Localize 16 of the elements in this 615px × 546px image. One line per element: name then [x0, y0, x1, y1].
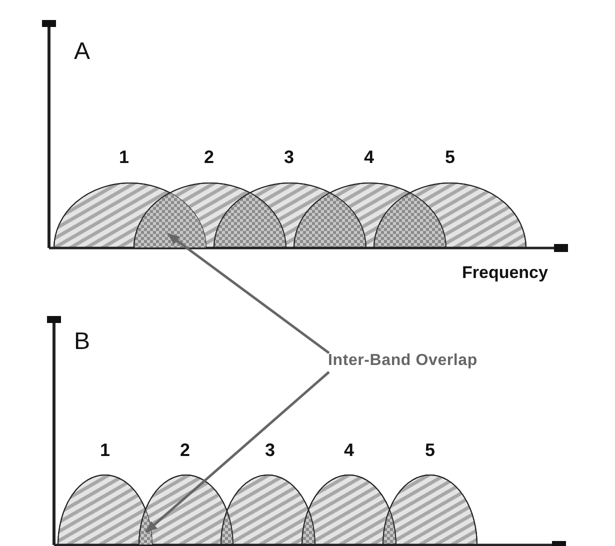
panel-letter: B: [74, 330, 90, 354]
band-number: 5: [445, 148, 456, 166]
axis-label: Frequency: [462, 264, 548, 281]
leader-arrow: [145, 371, 330, 533]
band-number: 1: [119, 148, 130, 166]
band-number: 5: [425, 441, 436, 459]
panel-letter: A: [74, 40, 90, 64]
band-number: 2: [204, 148, 214, 166]
band-number: 3: [284, 148, 294, 166]
band-number: 3: [265, 441, 276, 459]
band-number: 2: [180, 441, 190, 459]
band-number: 1: [100, 441, 110, 459]
band-number: 4: [344, 441, 354, 459]
callout-text: Inter-Band Overlap: [328, 351, 478, 371]
band-number: 4: [364, 148, 374, 166]
leader-arrow: [167, 233, 330, 354]
